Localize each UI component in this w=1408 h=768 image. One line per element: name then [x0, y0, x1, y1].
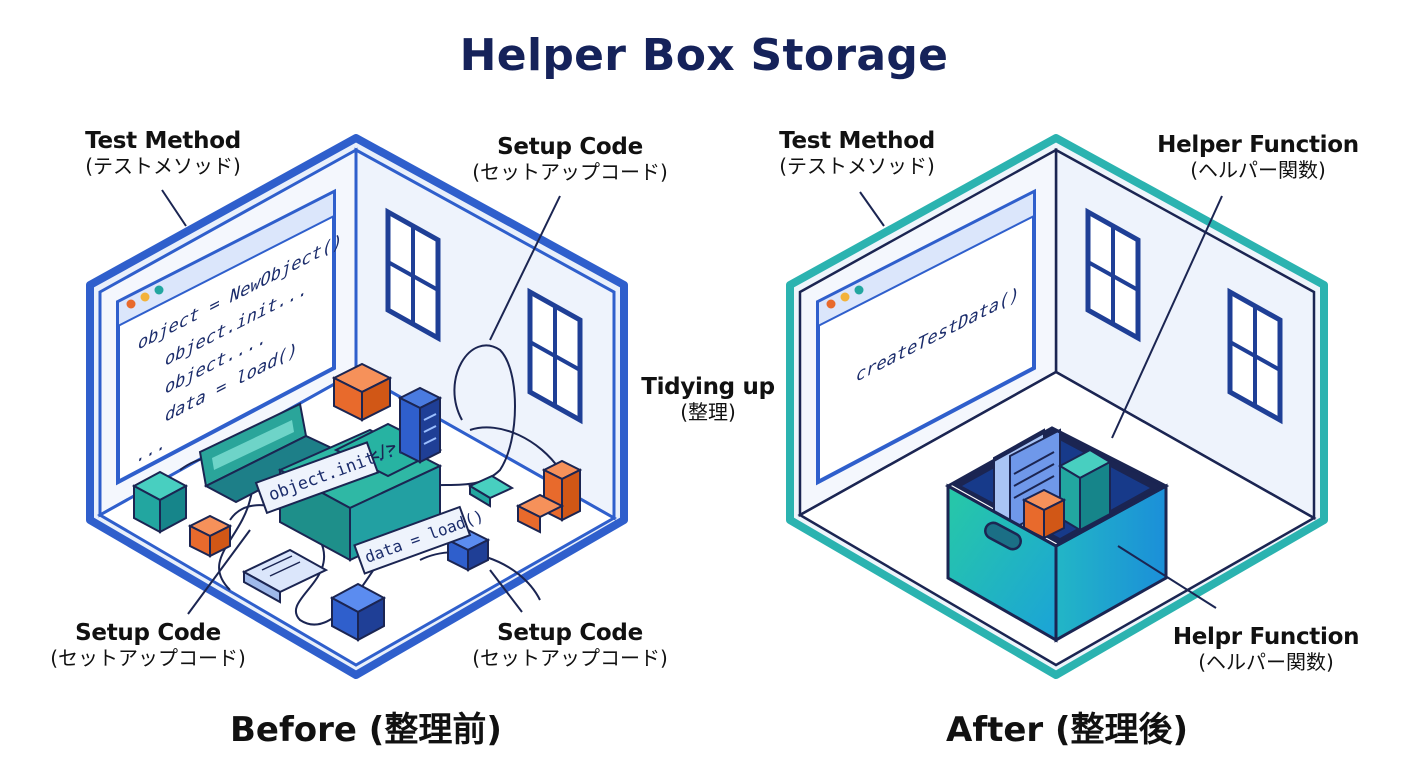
window-dot-red — [126, 299, 136, 309]
before-caption: Before (整理前) — [230, 710, 502, 750]
window-dot-yellow — [140, 292, 150, 302]
after-helper-bottom-label: Helpr Function (ヘルパー関数) — [1148, 624, 1384, 675]
after-helper-top-label: Helper Function (ヘルパー関数) — [1140, 132, 1376, 183]
window-dot-green — [854, 285, 864, 295]
label-jp: (ヘルパー関数) — [1190, 158, 1326, 183]
after-code-window: createTestData() — [816, 188, 1036, 486]
window-dot-yellow — [840, 292, 850, 302]
teal-tile — [467, 474, 515, 508]
label-en: Setup Code — [75, 620, 221, 646]
label-jp: (テストメソッド) — [85, 154, 241, 179]
tidying-up-label: Tidying up (整理) — [628, 374, 788, 425]
label-jp: (テストメソッド) — [779, 154, 935, 179]
leader-lines — [859, 191, 1223, 609]
orange-cube — [187, 514, 233, 558]
label-en: Test Method — [85, 128, 241, 154]
window-dot-red — [826, 299, 836, 309]
after-caption: After (整理後) — [946, 710, 1189, 750]
label-jp: (セットアップコード) — [472, 160, 668, 185]
label-jp: (整理) — [680, 400, 736, 425]
laptop — [198, 402, 339, 504]
before-code-window: object = NewObject() object.init... obje… — [116, 188, 342, 486]
before-setup-left-label: Setup Code (セットアップコード) — [30, 620, 266, 671]
label-jp: (セットアップコード) — [50, 646, 246, 671]
before-window-1 — [385, 207, 441, 343]
orange-cube — [331, 362, 393, 422]
box-handle — [984, 521, 1022, 551]
teal-cube — [131, 470, 189, 534]
label-jp: (ヘルパー関数) — [1198, 650, 1334, 675]
after-window-1 — [1085, 207, 1141, 343]
before-setup-top-label: Setup Code (セットアップコード) — [452, 134, 688, 185]
before-room: object = NewObject() object.init... obje… — [86, 134, 628, 679]
after-window-2 — [1227, 287, 1283, 425]
blue-cube — [329, 582, 387, 642]
window-dot-green — [154, 285, 164, 295]
label-en: Test Method — [779, 128, 935, 154]
label-en: Helper Function — [1157, 132, 1359, 158]
page-title: Helper Box Storage — [459, 30, 949, 81]
helper-box — [944, 426, 1170, 643]
label-jp: (セットアップコード) — [472, 646, 668, 671]
after-test-method-label: Test Method (テストメソッド) — [752, 128, 962, 179]
server-tower — [397, 386, 443, 464]
label-en: Helpr Function — [1172, 624, 1360, 650]
leader-lines — [161, 189, 561, 615]
orange-blocks — [515, 459, 583, 534]
blue-cube — [445, 528, 491, 572]
before-test-method-label: Test Method (テストメソッド) — [58, 128, 268, 179]
label-en: Tidying up — [641, 374, 775, 400]
before-window-2 — [527, 287, 583, 425]
stored-files — [993, 428, 1113, 540]
label-en: Setup Code — [497, 134, 643, 160]
label-en: Setup Code — [497, 620, 643, 646]
after-room: createTestData() — [786, 134, 1328, 679]
before-setup-right-label: Setup Code (セットアップコード) — [452, 620, 688, 671]
note-tile — [241, 548, 329, 604]
